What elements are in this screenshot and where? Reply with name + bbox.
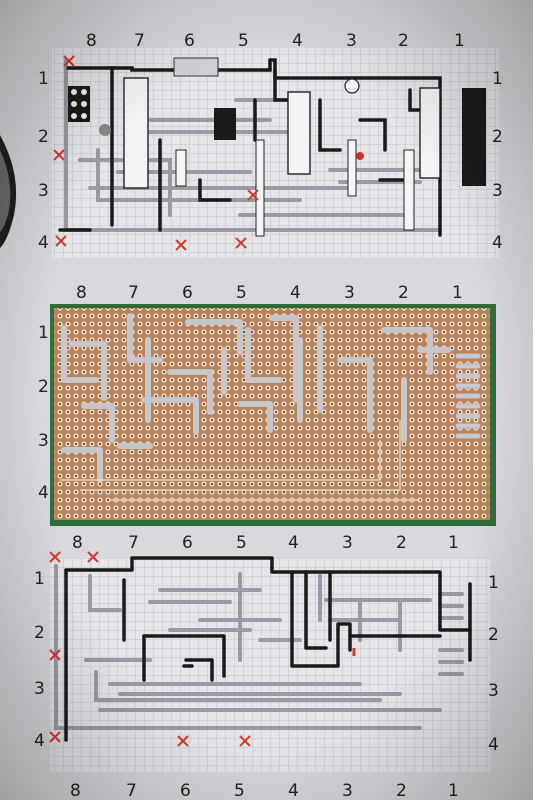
photo-canvas: 8 7 6 5 4 3 2 1 1 2 3 4 1 2 3 4 [0,0,533,800]
vignette [0,0,533,800]
